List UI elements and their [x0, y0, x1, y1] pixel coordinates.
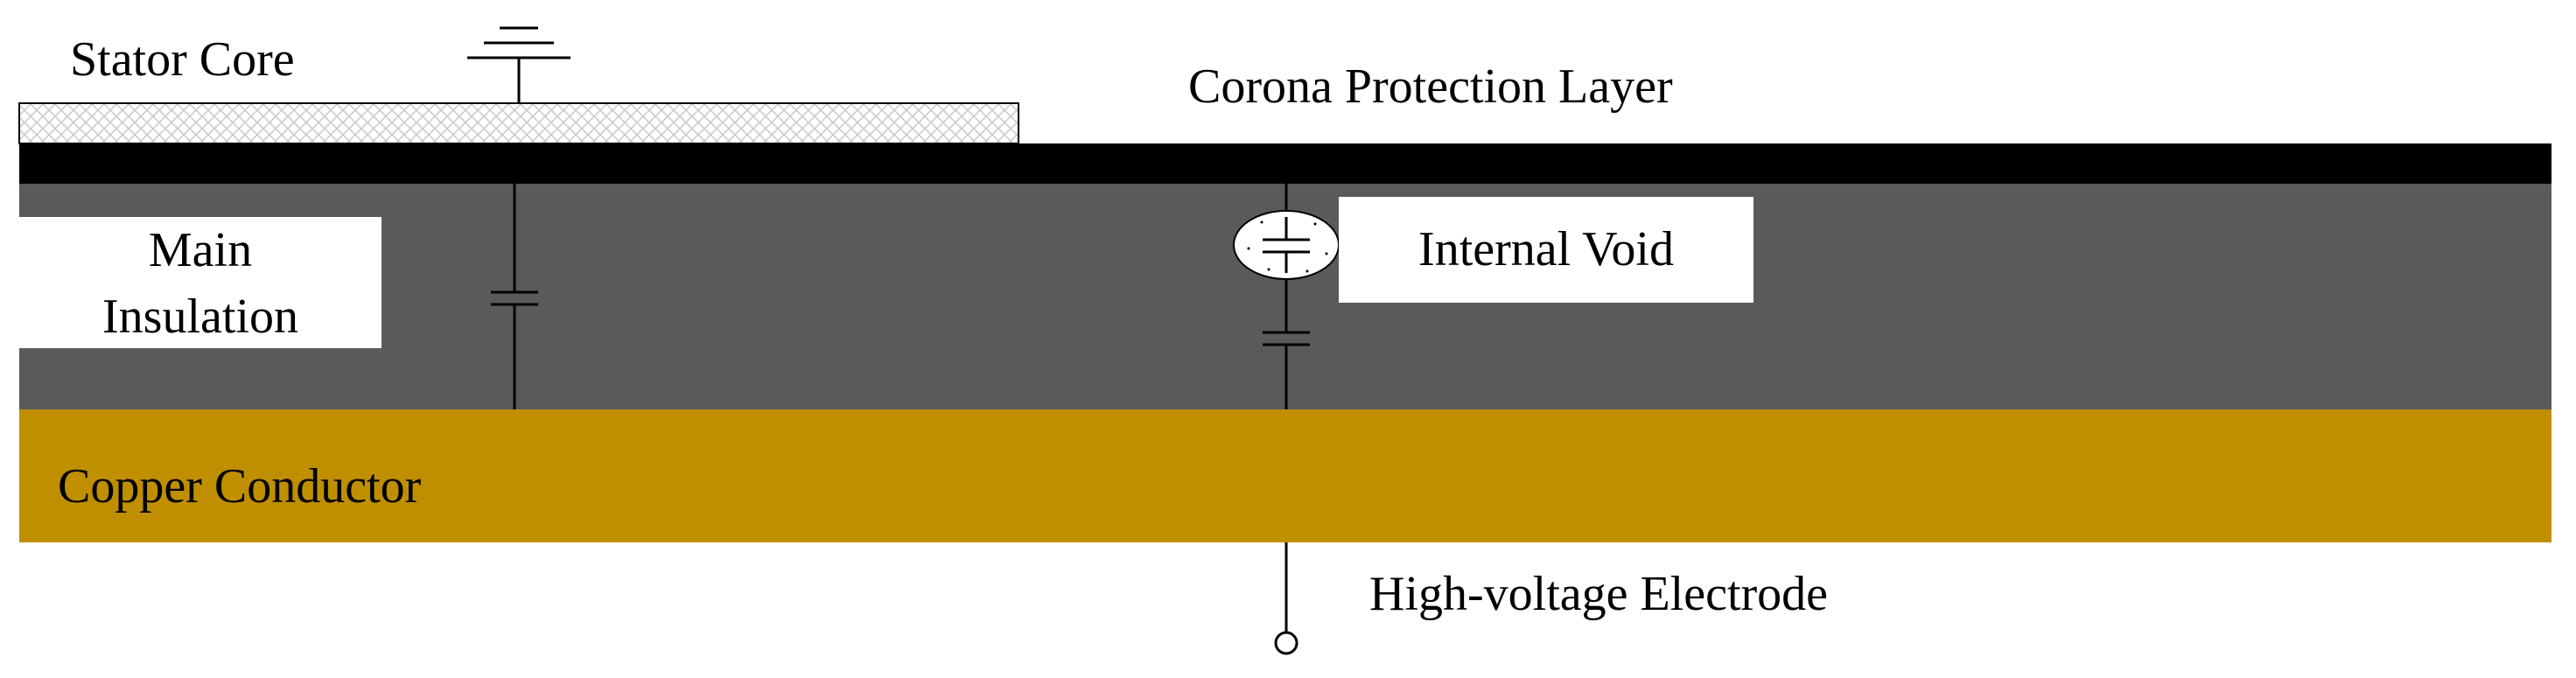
corona-protection-layer [19, 143, 2552, 184]
terminal-circle-icon [1274, 542, 1298, 655]
stator-core-block [18, 102, 1019, 144]
copper-conductor-label: Copper Conductor [58, 459, 422, 514]
main-insulation-label-line1: Main [149, 223, 252, 277]
insulation-capacitor-icon [491, 184, 538, 409]
corona-protection-layer-label: Corona Protection Layer [1188, 59, 1673, 114]
main-insulation-label-line2: Insulation [102, 290, 298, 344]
void-capacitor-icon [1263, 217, 1310, 273]
series-capacitor-icon [1263, 279, 1310, 409]
stator-core-label: Stator Core [70, 32, 295, 87]
main-insulation-label-box [19, 217, 382, 348]
copper-conductor-layer [19, 409, 2552, 542]
internal-void-label: Internal Void [1418, 222, 1674, 276]
ground-symbol-icon [467, 26, 570, 103]
internal-void-label-box [1339, 197, 1754, 303]
void-dots [1247, 220, 1328, 273]
high-voltage-electrode-label: High-voltage Electrode [1369, 567, 1828, 621]
